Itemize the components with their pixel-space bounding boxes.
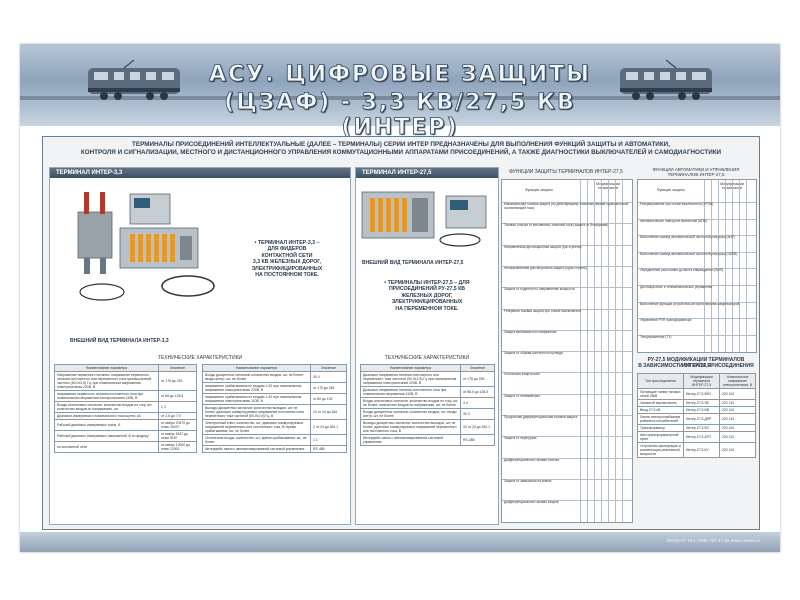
locomotive-right-icon (620, 59, 712, 100)
panel-title-inter-27-5: ТЕРМИНАЛ ИНТЕР-27,5 (356, 168, 498, 178)
specs-title-inter-3-3: ТЕХНИЧЕСКИЕ ХАРАКТЕРИСТИКИ (157, 355, 243, 361)
table-row: Электронный ключ: количество, шт; диапаз… (202, 419, 347, 435)
table-row: Интерфейс связи с автоматизированной сис… (360, 434, 495, 446)
intro-line1: ТЕРМИНАЛЫ ПРИСОЕДИНЕНИЙ ИНТЕЛЛЕКТУАЛЬНЫЕ… (132, 141, 670, 148)
table-row: Интерфейс связи с автоматизированной сис… (202, 445, 347, 453)
table-row: Входы аналоговых сигналов: количество вх… (54, 401, 197, 413)
terminal-inter-27-5-image (361, 191, 487, 247)
table-row: Рабочий диапазон измеряемых напряжений, … (54, 430, 197, 442)
bullet-inter-3-3: • ТЕРМИНАЛ ИНТЕР-3,3 – ДЛЯ ФИДЕРОВ КОНТА… (251, 240, 323, 279)
list-item: Определение расстояния до места поврежде… (638, 268, 756, 285)
terminal-inter-3-3-image (77, 192, 215, 301)
table-row: Диапазон напряжения питания постоянного … (360, 386, 495, 398)
content-area: ТЕРМИНАЛЫ ПРИСОЕДИНЕНИЙ ИНТЕЛЛЕКТУАЛЬНЫЕ… (42, 136, 760, 530)
list-item: Защита минимального напряжения (502, 329, 632, 351)
list-item: Токовая отсечка от мгновенных значений т… (502, 223, 632, 244)
table-row: Выходы дискретных сигналов: количество в… (202, 404, 347, 420)
list-item: Дифференциальная токовая защита (502, 500, 632, 521)
list-item: Защита от перегрузки (502, 436, 632, 457)
rail-track (20, 96, 780, 100)
automation-section: ФУНКЦИИ АВТОМАТИКИ И УПРАВЛЕНИЯ ТЕРМИНАЛ… (637, 167, 757, 523)
automation-matrix: Функция защиты Модификации терминалов Ре… (637, 179, 757, 353)
list-item: Выполнение функции устройства контроля н… (638, 301, 756, 319)
modifications-table: Тип присоединения Модификация терминала … (637, 373, 756, 458)
list-item: Защита от замыкания на землю (502, 478, 632, 500)
automation-col-function: Функция защиты (657, 188, 685, 192)
table-row: Входы дискретных сигналов: количество вх… (202, 371, 347, 383)
table-row: Выходы дискретных сигналов: количество в… (360, 419, 495, 435)
list-item: Защита от обрыва контактного провода (502, 351, 632, 372)
panel-inter-27-5: ТЕРМИНАЛ ИНТЕР-27,5 ВНЕШНИЙ ВИД ТЕРМИНАЛ… (355, 167, 499, 525)
table-row: Устройство фильтрации и компенсации реак… (637, 442, 756, 458)
list-item: Дифференциальная токовая отсечка (502, 457, 632, 479)
list-item: Телеуправление (ТУ) (638, 334, 756, 352)
table-row: напряжение первичного питания постоянног… (54, 390, 197, 402)
footer-contact: Интер-27 Тел. (495) 787-47-35 www.znanie… (666, 538, 760, 543)
poster-title-line2: (ЦЗАФ) - 3,3 КВ/27,5 КВ (ИНТЕР) (224, 90, 576, 141)
list-item: Логическая защита шин (502, 372, 632, 393)
specs-title-inter-27-5: ТЕХНИЧЕСКИЕ ХАРАКТЕРИСТИКИ (384, 355, 470, 361)
list-item: Защита от несимметрии (502, 393, 632, 415)
poster-header: АСУ. ЦИФРОВЫЕ ЗАЩИТЫ (ЦЗАФ) - 3,3 КВ/27,… (20, 44, 780, 140)
protection-col-function: Функция защиты (525, 188, 553, 192)
panel-title-inter-3-3: ТЕРМИНАЛ ИНТЕР-3,3 (50, 168, 350, 178)
automation-matrix-title: ФУНКЦИИ АВТОМАТИКИ И УПРАВЛЕНИЯ ТЕРМИНАЛ… (652, 167, 740, 177)
list-item: Защита от подпитки по направлению мощнос… (502, 287, 632, 308)
table-row: напряжение срабатывания по входам 1-30 п… (202, 393, 347, 405)
table-row: Напряжение первичного питания: напряжени… (54, 371, 197, 391)
intro-line2: КОНТРОЛЯ И СИГНАЛИЗАЦИИ, МЕСТНОГО И ДИСТ… (80, 149, 722, 156)
locomotive-left-icon (88, 59, 180, 100)
table-row: Оптические входы: количество, шт; время … (202, 434, 347, 446)
list-item: Максимальная токовая защита (по действую… (502, 202, 632, 223)
table-row: Диапазон напряжения питания постоянного … (360, 371, 495, 387)
caption-inter-27-5: ВНЕШНИЙ ВИД ТЕРМИНАЛА ИНТЕР-27,5 (362, 260, 464, 266)
list-item: Резервная токовая защита при отказе выкл… (502, 308, 632, 330)
table-row: Входы дискретных сигналов: количество вх… (360, 408, 495, 420)
panel-inter-3-3: ТЕРМИНАЛ ИНТЕР-3,3 (49, 167, 351, 525)
list-item: Ненаправленная дистанционная защита (одн… (502, 265, 632, 287)
poster-title-line1: АСУ. ЦИФРОВЫЕ ЗАЩИТЫ (209, 62, 591, 88)
list-item: Резервирование при отказе выключателя (У… (638, 202, 756, 219)
protection-matrix: Функция защиты Модификации терминалов Ма… (501, 179, 633, 523)
intro-text: ТЕРМИНАЛЫ ПРИСОЕДИНЕНИЙ ИНТЕЛЛЕКТУАЛЬНЫЕ… (53, 141, 749, 157)
protection-matrix-section: ФУНКЦИИ ЗАЩИТЫ ТЕРМИНАЛОВ ИНТЕР-27,5 Фун… (501, 167, 633, 523)
table-row: Входы аналоговых сигналов: количество вх… (360, 397, 495, 409)
caption-inter-3-3: ВНЕШНИЙ ВИД ТЕРМИНАЛА ИНТЕР-3,3 (70, 338, 169, 344)
modifications-subtitle: В ЗАВИСИМОСТИ ОТ ТИПА ПРИСОЕДИНЕНИЯ (638, 363, 754, 369)
list-item: Дистанционное и телемеханическое управле… (638, 285, 756, 302)
table-row: Диапазон измеряемого номинального тока ш… (54, 412, 197, 420)
list-item: Автоматическое повторное включение (АПВ) (638, 218, 756, 236)
list-item: Направленная дистанционная защита (три с… (502, 244, 632, 266)
list-item: Выполнение команд автоматической частотн… (638, 235, 756, 252)
table-row: Линии электроснабжения районных потребит… (637, 413, 756, 425)
list-item: Управление РПН трансформатора (638, 318, 756, 335)
protection-matrix-title: ФУНКЦИИ ЗАЩИТЫ ТЕРМИНАЛОВ ИНТЕР-27,5 (509, 169, 623, 175)
list-item: Продольная дифференциальная токовая защи… (502, 415, 632, 436)
bullet-inter-27-5: • ТЕРМИНАЛЫ ИНТЕР-27,5 – ДЛЯ ПРИСОЕДИНЕН… (384, 280, 470, 312)
modifications-title: РУ-27,5 МОДИФИКАЦИИ ТЕРМИНАЛОВ ИНТЕР-27,… (647, 357, 745, 369)
poster-footer: Интер-27 Тел. (495) 787-47-35 www.znanie… (20, 532, 780, 552)
list-item: Выполнение команд автоматической частотн… (638, 251, 756, 269)
poster: АСУ. ЦИФРОВЫЕ ЗАЩИТЫ (ЦЗАФ) - 3,3 КВ/27,… (20, 44, 780, 552)
table-row: напряжение срабатывания по входам 1-30 п… (202, 382, 347, 394)
